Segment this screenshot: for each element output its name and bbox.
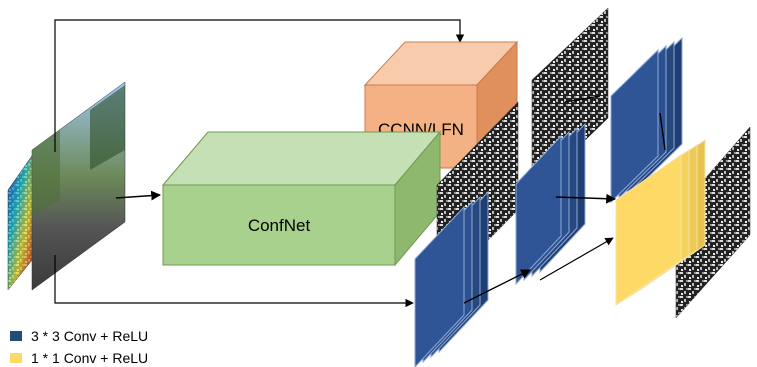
legend-label-conv1x1: 1 * 1 Conv + ReLU <box>31 350 149 366</box>
legend-item-conv1x1: 1 * 1 Conv + ReLU <box>10 350 148 366</box>
middle-to-yellow-arrow <box>555 193 616 204</box>
legend-label-conv3x3: 3 * 3 Conv + ReLU <box>31 328 149 344</box>
conv3x3-stack-top <box>610 36 683 204</box>
conv1x1-swatch-icon <box>10 353 22 363</box>
bottom-to-middle-arrow <box>463 269 531 304</box>
skip-arrow-top <box>54 19 465 152</box>
bottom-stack-to-yellow-arrow <box>539 237 614 281</box>
confnet-block: ConfNet <box>161 130 442 267</box>
legend-item-conv3x3: 3 * 3 Conv + ReLU <box>10 328 148 344</box>
conv1x1-stack <box>615 139 706 306</box>
confnet-label: ConfNet <box>248 216 311 235</box>
top-to-yellow-line <box>659 112 666 151</box>
conv3x3-stack-bottom <box>414 190 489 367</box>
input-to-confnet-arrow <box>115 190 161 201</box>
skip-arrow-bottom <box>54 255 414 308</box>
conv3x3-stack-middle <box>515 122 586 286</box>
conv3x3-swatch-icon <box>10 331 22 341</box>
input-rgb-image <box>31 81 126 291</box>
confidence-map-output <box>675 126 751 319</box>
ccnn-to-top-stack-line <box>564 95 601 103</box>
input-disparity-map <box>7 149 37 291</box>
